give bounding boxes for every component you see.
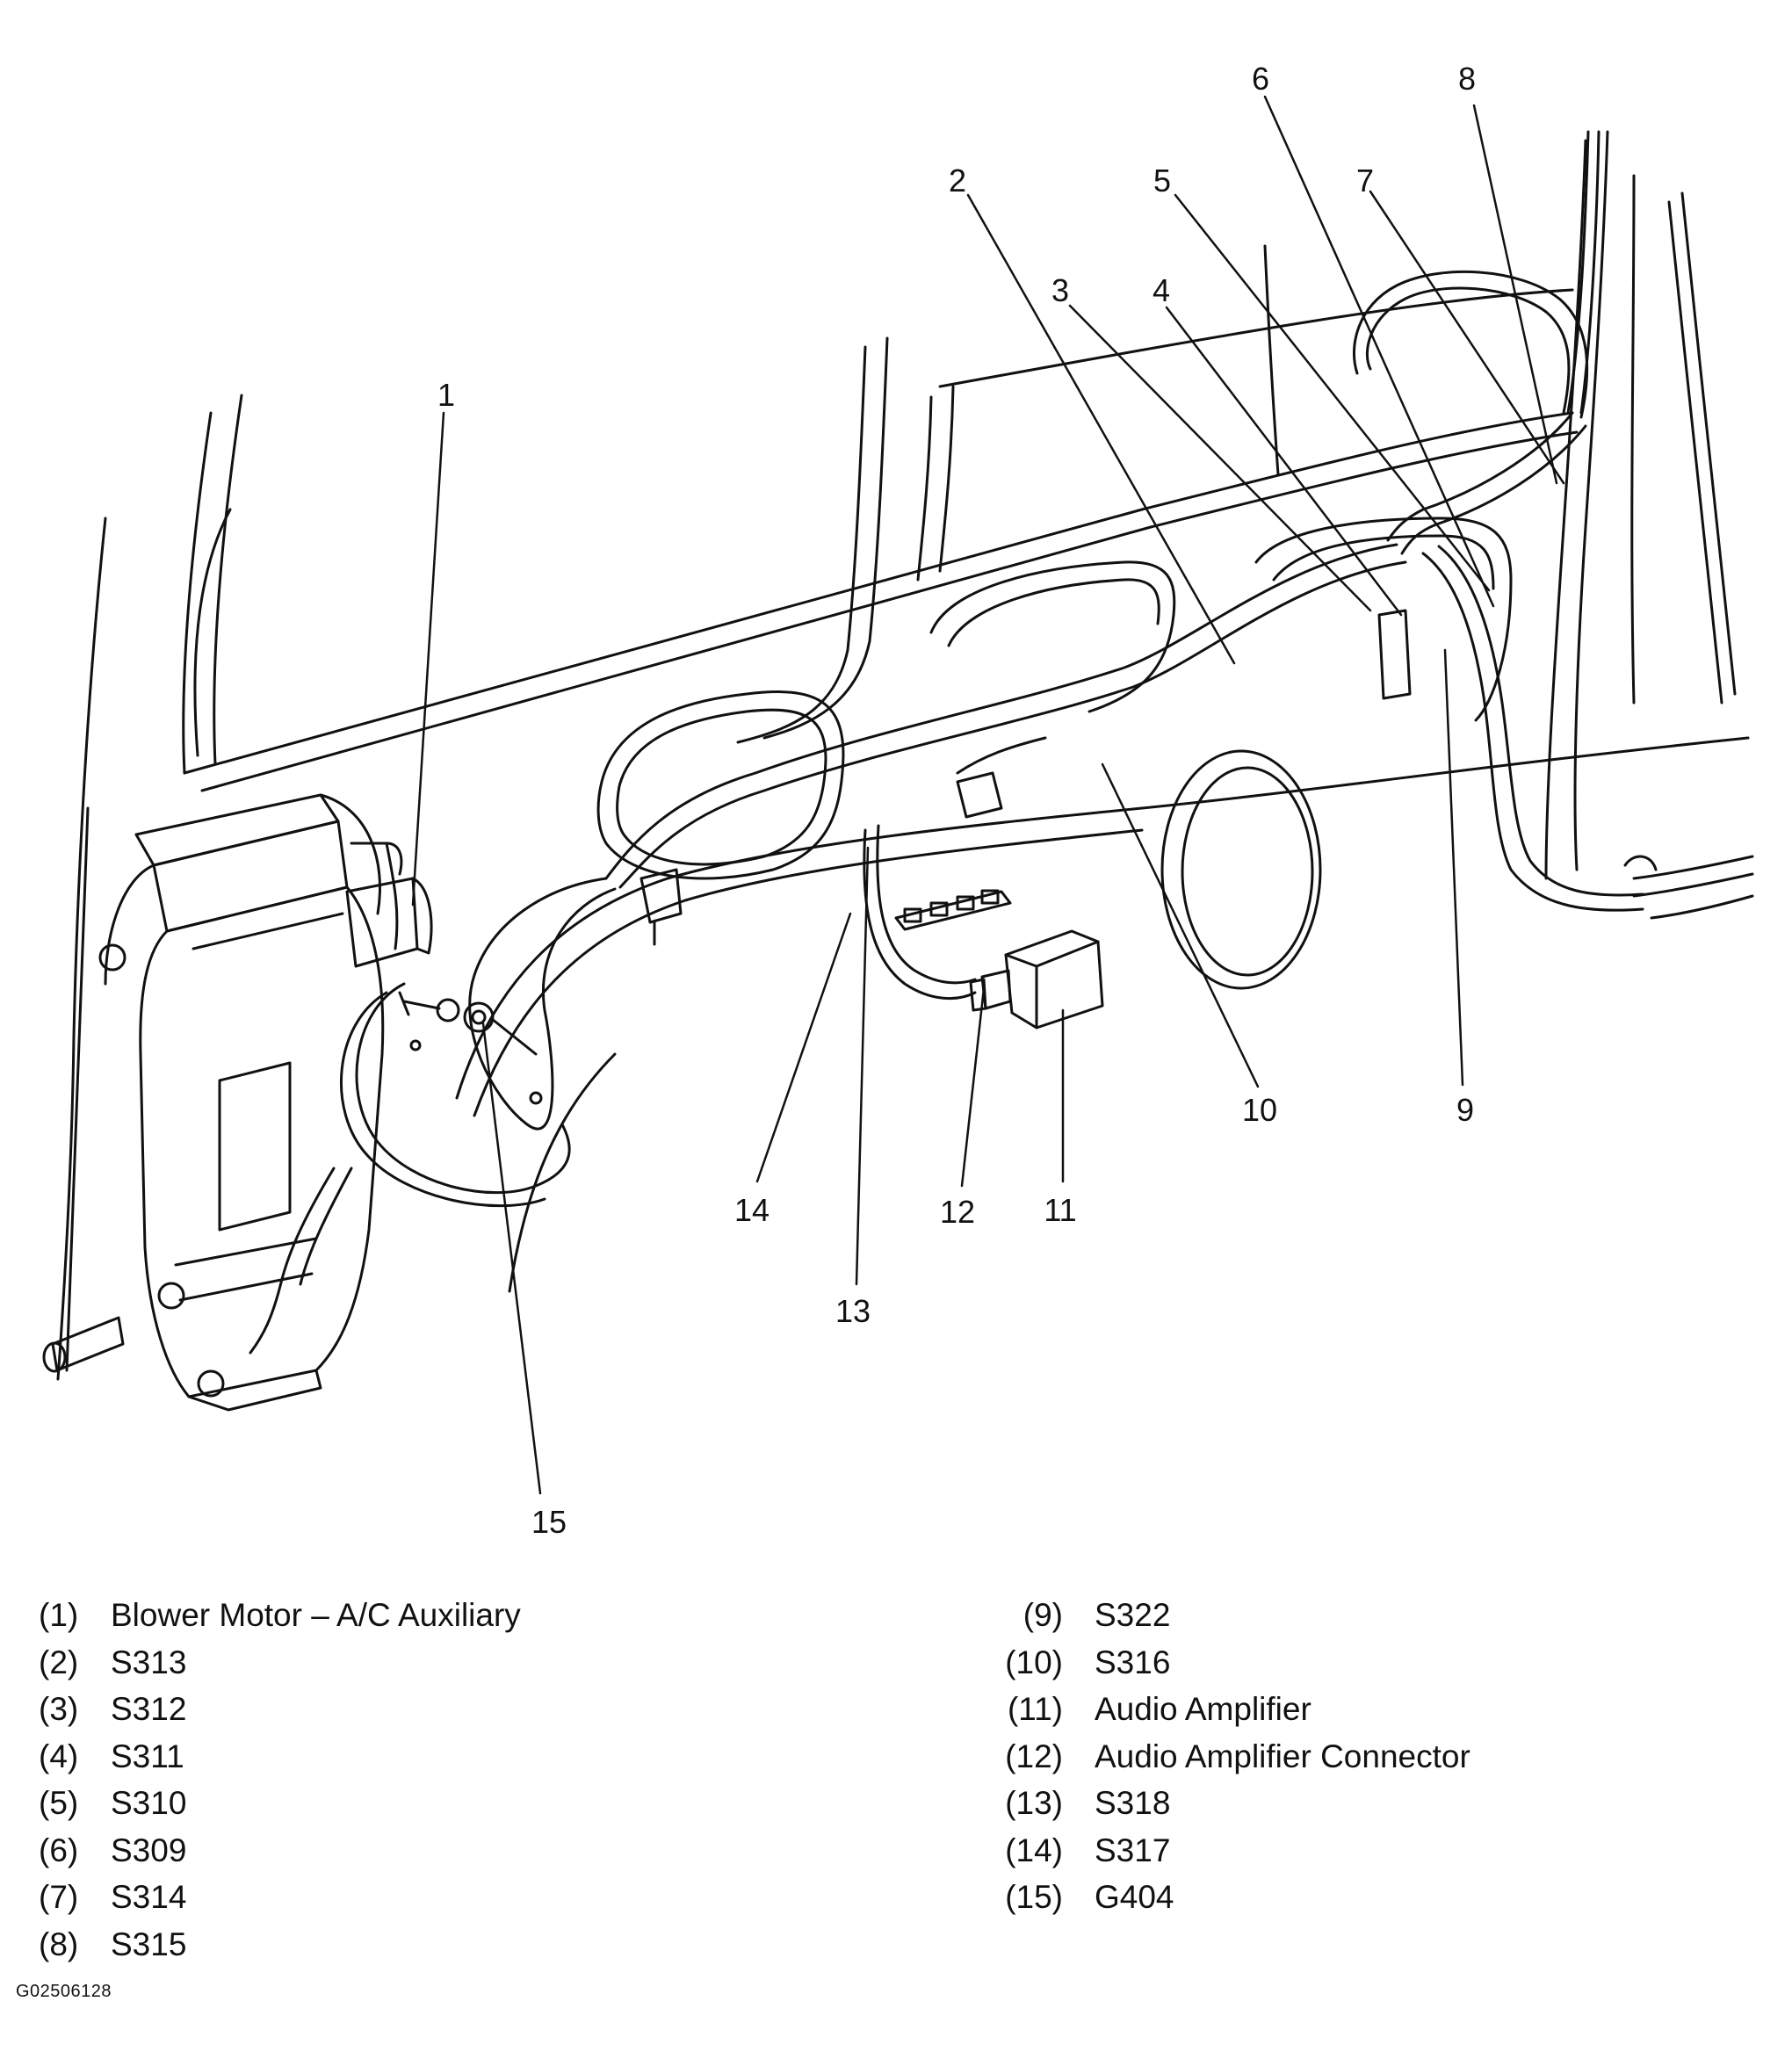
legend-label: S317 — [1095, 1832, 1171, 1868]
ground-point-g404 — [398, 991, 543, 1105]
legend-label: S314 — [111, 1879, 187, 1915]
leader-14 — [755, 912, 852, 1183]
legend-label: S309 — [111, 1832, 187, 1868]
callout-4: 4 — [1153, 272, 1170, 308]
speaker-opening — [1160, 749, 1322, 990]
callout-10: 10 — [1242, 1092, 1277, 1128]
legend-right: (9) S322 (10) S316 (11) Audio Amplifier (12… — [986, 1592, 1470, 1921]
leader-6 — [1263, 95, 1495, 608]
legend-number: (5) — [39, 1785, 79, 1821]
legend-label: S316 — [1095, 1644, 1171, 1680]
legend-item: (14) S317 — [986, 1827, 1470, 1875]
rear-pillar — [1544, 130, 1754, 920]
legend-label: G404 — [1095, 1879, 1174, 1915]
callout-14: 14 — [734, 1192, 770, 1228]
leader-8 — [1472, 104, 1558, 485]
legend-number: (6) — [39, 1832, 79, 1868]
blower-motor — [345, 842, 433, 968]
window-opening — [193, 244, 1280, 757]
legend-item: (10) S316 — [986, 1639, 1470, 1687]
legend-number: (7) — [39, 1879, 79, 1915]
legend-number: (13) — [1005, 1785, 1063, 1821]
leader-1 — [411, 411, 445, 907]
callout-12: 12 — [940, 1194, 975, 1230]
legend-number: (12) — [1005, 1738, 1063, 1774]
leader-10 — [1101, 762, 1260, 1088]
legend-item: (11) Audio Amplifier — [986, 1686, 1470, 1733]
callout-1: 1 — [437, 377, 455, 413]
legend-number: (10) — [1005, 1644, 1063, 1680]
inner-panel-cutout — [596, 517, 1513, 880]
legend-item: (2) S313 — [39, 1639, 521, 1687]
leader-2 — [966, 193, 1236, 665]
legend-label: S311 — [111, 1738, 184, 1774]
leader-12 — [960, 986, 986, 1188]
legend-label: S315 — [111, 1926, 187, 1962]
legend-number: (2) — [39, 1644, 79, 1680]
callout-8: 8 — [1458, 61, 1476, 97]
leader-15 — [481, 1022, 542, 1495]
legend-label: Blower Motor – A/C Auxiliary — [111, 1597, 521, 1633]
legend-item: (4) S311 — [39, 1733, 521, 1781]
legend-label: Audio Amplifier Connector — [1095, 1738, 1470, 1774]
leader-4 — [1165, 306, 1403, 617]
leader-3 — [1068, 304, 1372, 612]
callout-6: 6 — [1252, 61, 1269, 97]
callout-11: 11 — [1044, 1192, 1076, 1228]
callout-5: 5 — [1153, 163, 1171, 199]
legend-number: (9) — [1022, 1597, 1063, 1633]
callout-13: 13 — [835, 1293, 871, 1329]
main-harness — [249, 130, 1644, 1355]
body-panel-left-outline — [56, 394, 243, 1381]
legend-item: (13) S318 — [986, 1780, 1470, 1827]
legend-label: S310 — [111, 1785, 187, 1821]
legend-number: (14) — [1005, 1832, 1063, 1868]
legend-number: (8) — [39, 1926, 79, 1962]
legend-item: (6) S309 — [39, 1827, 521, 1875]
legend-label: S322 — [1095, 1597, 1171, 1633]
figure-id: G02506128 — [16, 1982, 112, 2001]
leader-lines — [411, 95, 1565, 1495]
legend-label: Audio Amplifier — [1095, 1691, 1311, 1727]
legend-item: (3) S312 — [39, 1686, 521, 1733]
callout-3: 3 — [1051, 272, 1069, 308]
harness-clip — [639, 609, 1658, 946]
lower-panel-edge — [455, 736, 1750, 1293]
legend-number: (11) — [1007, 1691, 1063, 1727]
callout-7: 7 — [1356, 163, 1374, 199]
ac-auxiliary-housing — [42, 793, 385, 1412]
legend-number: (4) — [39, 1738, 79, 1774]
legend-label: S312 — [111, 1691, 187, 1727]
callout-2: 2 — [949, 163, 966, 199]
legend-label: S318 — [1095, 1785, 1171, 1821]
leader-13 — [855, 846, 870, 1286]
leader-9 — [1443, 648, 1464, 1087]
speaker-opening-inner — [1181, 766, 1314, 977]
legend-item: (15) G404 — [986, 1874, 1470, 1921]
legend-number: (1) — [39, 1597, 79, 1633]
legend-item: (8) S315 — [39, 1921, 521, 1969]
legend-item: (7) S314 — [39, 1874, 521, 1921]
legend-number: (3) — [39, 1691, 79, 1727]
wiring-harness-illustration: 1 2 3 4 5 6 7 8 9 10 11 12 13 14 15 — [42, 61, 1754, 1540]
legend-item: (9) S322 — [986, 1592, 1470, 1639]
legend-label: S313 — [111, 1644, 187, 1680]
callout-9: 9 — [1456, 1092, 1474, 1128]
legend-item: (12) Audio Amplifier Connector — [986, 1733, 1470, 1781]
audio-amplifier — [894, 889, 1104, 1030]
leader-7 — [1369, 190, 1565, 485]
legend-item: (1) Blower Motor – A/C Auxiliary — [39, 1592, 521, 1639]
legend-left: (1)Blower Motor – A/C Auxiliary (2)S313 … — [39, 1592, 521, 1968]
legend-item: (5) S310 — [39, 1780, 521, 1827]
leader-5 — [1174, 193, 1491, 592]
legend-number: (15) — [1005, 1879, 1063, 1915]
callout-15: 15 — [531, 1504, 567, 1540]
